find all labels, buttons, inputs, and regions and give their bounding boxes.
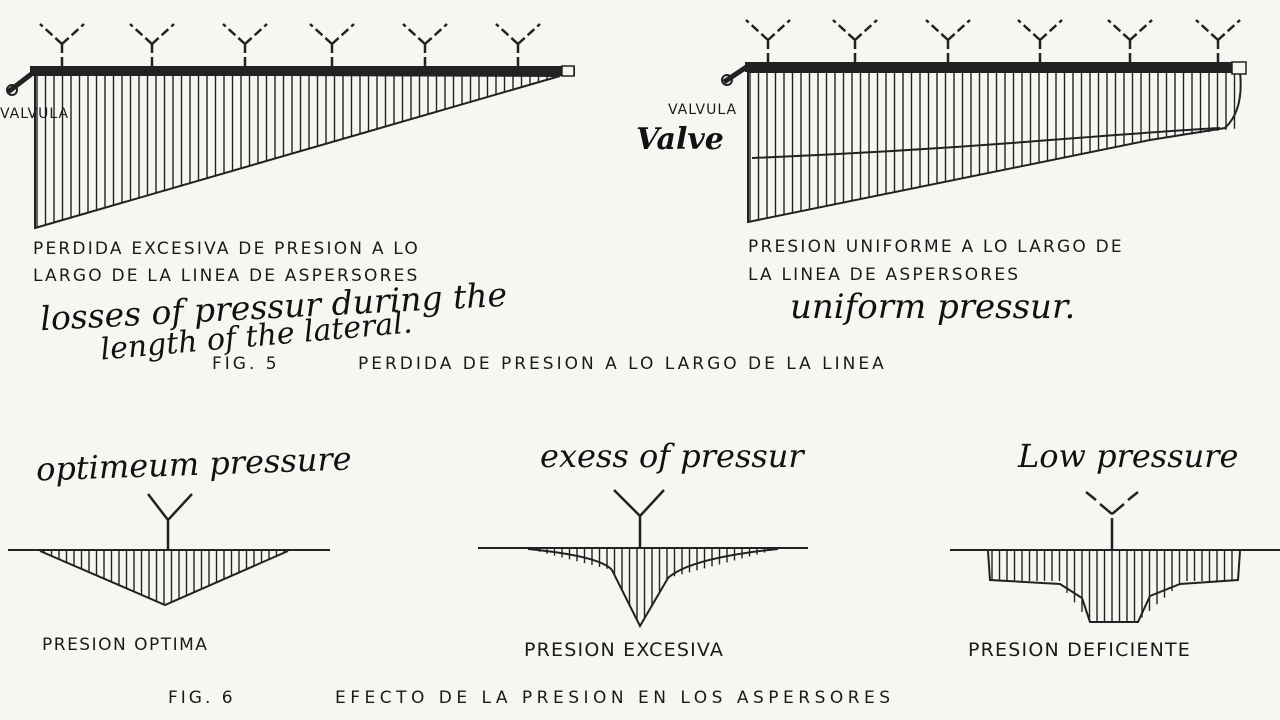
caption-es-line1: PERDIDA EXCESIVA DE PRESION A LO xyxy=(33,239,420,259)
handwritten-valve-label: Valve xyxy=(636,122,724,157)
valve-label: VALVULA xyxy=(0,106,70,122)
sprinkler-icon xyxy=(309,23,355,66)
handwritten-note: exess of pressur xyxy=(540,437,804,475)
figure-title: PERDIDA DE PRESION A LO LARGO DE LA LINE… xyxy=(358,354,887,374)
sprinkler-icon xyxy=(613,489,665,548)
panel-caption: PRESION EXCESIVA xyxy=(524,639,725,661)
handwritten-note: optimeum pressure xyxy=(35,439,353,489)
figure-number: FIG. 5 xyxy=(212,354,280,374)
sprinkler-icon xyxy=(495,23,541,66)
pressure-hatch-decreasing xyxy=(36,76,557,228)
caption-es-line2: LA LINEA DE ASPERSORES xyxy=(748,265,1021,285)
sprinkler-icon xyxy=(147,493,193,550)
sprinkler-icon xyxy=(1017,19,1063,62)
valve-label: VALVULA xyxy=(668,102,738,118)
valve-icon xyxy=(6,70,36,94)
sprinkler-icon xyxy=(1107,19,1153,62)
lateral-pipe xyxy=(30,66,575,76)
panel-caption: PRESION OPTIMA xyxy=(42,635,209,655)
handwritten-note: uniform pressur. xyxy=(790,287,1076,327)
fig5-right-diagram xyxy=(721,19,1247,224)
figure-number: FIG. 6 xyxy=(168,688,236,708)
sprinkler-icon xyxy=(832,19,878,62)
pressure-hatch-uniform xyxy=(749,72,1236,222)
pressure-envelope xyxy=(747,71,1242,224)
sprinkler-icon xyxy=(222,23,268,66)
sprinkler-icon xyxy=(402,23,448,66)
sprinkler-icon xyxy=(39,23,85,66)
sprinkler-icons xyxy=(39,23,541,66)
fig6-low-diagram xyxy=(950,491,1280,623)
handwritten-note: Low pressure xyxy=(1018,437,1239,475)
pressure-profile xyxy=(39,550,289,607)
sprinkler-icon xyxy=(129,23,175,66)
pressure-profile xyxy=(527,548,779,629)
sprinkler-icons xyxy=(745,19,1241,62)
sprinkler-icon xyxy=(925,19,971,62)
sprinkler-icon xyxy=(745,19,791,62)
caption-es-line2: LARGO DE LA LINEA DE ASPERSORES xyxy=(33,266,420,286)
valve-icon xyxy=(722,63,750,85)
sprinkler-icon xyxy=(1195,19,1241,62)
fig6-excess-diagram xyxy=(478,489,808,629)
fig5-left-diagram xyxy=(6,23,575,230)
lateral-pipe xyxy=(745,62,1245,72)
figure-title: EFECTO DE LA PRESION EN LOS ASPERSORES xyxy=(335,688,895,708)
caption-es-line1: PRESION UNIFORME A LO LARGO DE xyxy=(748,237,1124,257)
sprinkler-icon xyxy=(1085,491,1139,550)
panel-caption: PRESION DEFICIENTE xyxy=(968,639,1192,661)
pressure-profile xyxy=(987,550,1241,623)
fig6-optimum-diagram xyxy=(8,493,330,607)
pressure-line xyxy=(751,127,1221,159)
